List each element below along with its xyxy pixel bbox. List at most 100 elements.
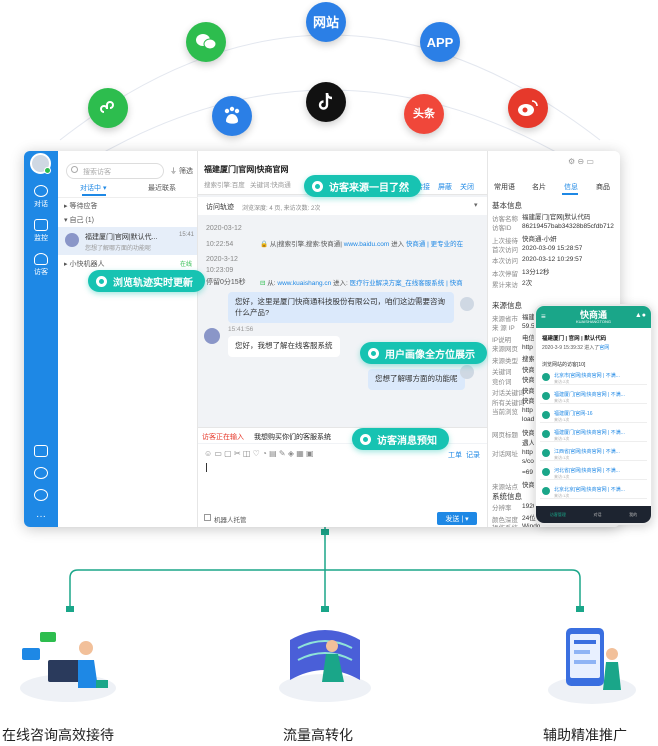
chat-icon bbox=[34, 185, 48, 197]
transfer-button[interactable]: 转接 bbox=[416, 184, 430, 191]
phone-nav-me[interactable]: 我的 bbox=[629, 511, 638, 517]
info-value: 福建厦门|官网|默认代码 bbox=[522, 214, 591, 221]
tab-card[interactable]: 名片 bbox=[532, 184, 546, 191]
visit-from: 从: bbox=[267, 280, 276, 287]
filter-label: 筛选 bbox=[178, 168, 193, 175]
visit-date: 2020-03-12 bbox=[206, 225, 242, 232]
tab-info[interactable]: 信息 bbox=[564, 184, 578, 191]
window-controls[interactable]: ⚙ ⊖ ▭ bbox=[568, 157, 594, 166]
info-value: 1920 bbox=[522, 503, 537, 510]
phone-list-item[interactable]: 福建厦门|官网|快商官网 | 不满...来访:1次 bbox=[540, 389, 647, 404]
visitor-avatar bbox=[204, 328, 220, 344]
app-label: APP bbox=[426, 34, 454, 50]
nav-docs[interactable] bbox=[24, 445, 58, 459]
info-row: 访客ID 86219457bab34328b85cfdb712c7982c bbox=[492, 222, 614, 232]
phone-item-sub: 来访:1次 bbox=[554, 398, 570, 403]
website-icon: 网站 bbox=[306, 2, 346, 42]
info-key: 访客ID bbox=[492, 225, 512, 232]
nav-monitor[interactable]: 监控 bbox=[24, 219, 58, 243]
conversation-item[interactable]: 福建厦门|官网|默认代... 15:41 您想了解哪方面的功能呢 bbox=[58, 227, 197, 255]
agent-avatar bbox=[460, 365, 474, 379]
emoji-icon[interactable]: ☺ ▭ ▢ ✂ ◫ ♡ ◔ ▤ ✎ ◈ ▦ ▣ bbox=[204, 449, 314, 458]
phone-list-item[interactable]: 北京市|官网|快商官网 | 不满...来访:2次 bbox=[540, 370, 647, 385]
info-value: http bbox=[522, 343, 533, 351]
block-button[interactable]: 屏蔽 bbox=[438, 184, 452, 191]
phone-item-title: 福建厦门|官网-16 bbox=[554, 411, 593, 417]
info-row: =69 bbox=[492, 469, 533, 478]
nav-chat[interactable]: 对话 bbox=[24, 185, 58, 209]
callout-dot-icon bbox=[360, 433, 371, 445]
visit-target[interactable]: 医疗行业解决方案_在线客服系统 | 快商 bbox=[349, 280, 463, 287]
tab-recent[interactable]: 最近联系 bbox=[148, 183, 176, 193]
group-robot[interactable]: ▸ 小快机器人 bbox=[64, 261, 105, 268]
menu-icon[interactable]: ≡ bbox=[541, 312, 546, 321]
basic-info-title: 基本信息 bbox=[492, 201, 522, 210]
visit-url[interactable]: www.kuaishang.cn bbox=[277, 280, 332, 287]
phone-meta-link[interactable]: 官网 bbox=[599, 345, 610, 351]
bell-icon[interactable]: ▲● bbox=[634, 312, 646, 319]
promotion-illustration-icon bbox=[548, 628, 636, 704]
tab-active-chats[interactable]: 对话中 ▾ bbox=[80, 185, 107, 192]
info-row: 遇人 bbox=[492, 437, 535, 449]
search-input[interactable]: 搜索访客 bbox=[66, 163, 164, 179]
chat-title: 福建厦门|官网|快商官网 bbox=[204, 165, 289, 174]
phone-item-title: 福建厦门|官网|快商官网 | 不满... bbox=[554, 430, 625, 436]
nav-more[interactable]: ··· bbox=[36, 511, 46, 522]
nav-settings[interactable] bbox=[24, 489, 58, 503]
close-chat-button[interactable]: 关闭 bbox=[460, 184, 474, 191]
info-key: IP说明 bbox=[492, 337, 512, 344]
phone-list-item[interactable]: 河北省|官网|快商官网 | 不满...来访:1次 bbox=[540, 465, 647, 480]
record-button[interactable]: 记录 bbox=[466, 452, 480, 459]
nav-history[interactable] bbox=[24, 467, 58, 481]
send-button[interactable]: 发送 | ▾ bbox=[437, 512, 477, 525]
group-mine-label: 自己 (1) bbox=[69, 217, 94, 224]
group-mine[interactable]: ▾ 自己 (1) bbox=[64, 217, 94, 224]
phone-nav-visitors[interactable]: 访客管理 bbox=[549, 511, 566, 517]
filter-button[interactable]: ⏚ 筛选 bbox=[170, 168, 193, 175]
trail-header[interactable] bbox=[198, 197, 487, 215]
info-value: 快商 bbox=[522, 387, 535, 395]
info-key: 累计来访 bbox=[492, 282, 518, 289]
tab-products[interactable]: 商品 bbox=[596, 184, 610, 191]
phone-list-item[interactable]: 福建厦门|官网|快商官网 | 不满...来访:1次 bbox=[540, 427, 647, 442]
toutiao-label: 头条 bbox=[413, 107, 435, 120]
search-placeholder: 搜索访客 bbox=[83, 169, 111, 176]
phone-item-title: 福建厦门|官网|快商官网 | 不满... bbox=[554, 392, 625, 398]
phone-brand-sub: KUAISHANGTONG bbox=[575, 318, 612, 324]
feature-promotion: 辅助精准推广 bbox=[543, 727, 627, 743]
visitor-icon bbox=[542, 392, 550, 400]
info-row: 所有关键词快商 bbox=[492, 395, 535, 407]
group-waiting[interactable]: ▸ 等待应答 bbox=[64, 203, 98, 210]
visit-stay: 停留0分15秒 bbox=[206, 279, 246, 286]
conversion-illustration-icon bbox=[279, 630, 371, 702]
feature-conversion: 流量高转化 bbox=[283, 727, 353, 743]
info-value: 2020-03-12 10:29:57 bbox=[522, 256, 583, 263]
tab-active-chats-label: 对话中 bbox=[80, 185, 101, 192]
ticket-button[interactable]: 工单 bbox=[448, 452, 462, 459]
tab-phrases[interactable]: 常用语 bbox=[494, 184, 515, 191]
info-value: 电信 bbox=[522, 335, 535, 342]
info-row: 操作系统Windo bbox=[492, 522, 540, 527]
phone-list-item[interactable]: 北京北京|官网|快商官网 | 不满...来访:1次 bbox=[540, 484, 647, 499]
group-waiting-label: 等待应答 bbox=[69, 203, 98, 210]
phone-list-item[interactable]: 江西省|官网|快商官网 | 不满...来访:1次 bbox=[540, 446, 647, 461]
robot-checkbox-label: 机器人托管 bbox=[214, 517, 247, 524]
callout-portrait-label: 用户画像全方位展示 bbox=[385, 349, 475, 361]
info-value: load bbox=[522, 416, 535, 423]
visit-target[interactable]: 快商通 | 更专业的在 bbox=[405, 241, 464, 248]
phone-nav-chat[interactable]: 对话 bbox=[593, 511, 602, 517]
info-value: 86219457bab34328b85cfdb712c7982c bbox=[522, 223, 614, 230]
info-row: load bbox=[492, 416, 534, 425]
nav-visitor[interactable]: 访客 bbox=[24, 253, 58, 277]
info-value: 搜索 bbox=[522, 356, 535, 363]
visit-url[interactable]: www.baidu.com bbox=[343, 241, 390, 248]
visit-action: 进入 bbox=[391, 241, 405, 248]
visit-time: 10:22:54 bbox=[206, 241, 234, 248]
robot-checkbox[interactable] bbox=[204, 514, 211, 521]
callout-source-label: 访客来源一目了然 bbox=[329, 182, 409, 194]
